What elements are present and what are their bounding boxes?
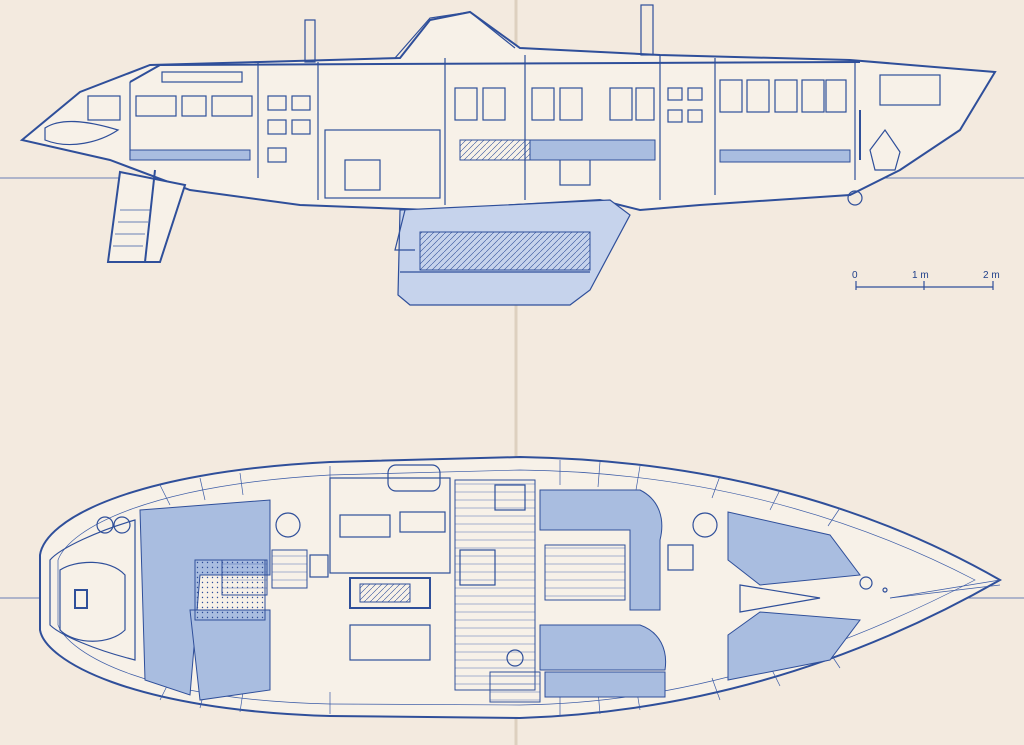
scale-label-1m: 1 m	[912, 270, 929, 281]
plan-view	[0, 455, 1024, 720]
v-berth-stbd	[727, 611, 861, 681]
hull-profile	[19, 10, 997, 212]
rudder	[106, 170, 187, 263]
scale-bar: 0 1 m 2 m	[852, 270, 1000, 290]
saloon-settee-port	[539, 489, 663, 611]
scale-label-2m: 2 m	[983, 270, 1000, 281]
side-elevation	[0, 4, 1024, 306]
scale-label-0: 0	[852, 270, 858, 281]
v-berth-port	[727, 511, 861, 586]
keel-ballast	[419, 231, 591, 271]
saloon-settee-stbd	[539, 624, 667, 671]
doghouse	[394, 11, 516, 59]
deck-line	[129, 61, 861, 83]
